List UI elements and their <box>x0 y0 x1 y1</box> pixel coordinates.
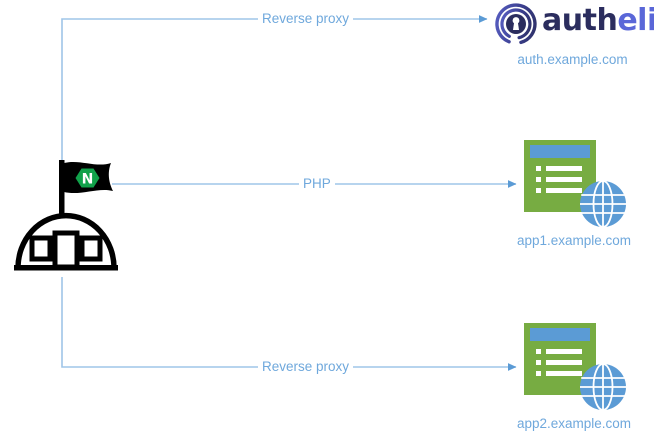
node-label-auth-domain: auth.example.com <box>517 52 628 67</box>
node-app1[interactable] <box>522 138 626 230</box>
edge-label-reverse-proxy-authelia: Reverse proxy <box>258 11 354 27</box>
node-label-app2-domain: app2.example.com <box>516 416 632 431</box>
node-label-app1-domain: app1.example.com <box>516 233 632 248</box>
edge-label-reverse-proxy-app2: Reverse proxy <box>258 359 354 375</box>
authelia-lock-icon <box>495 3 537 45</box>
authelia-wordmark-auth: auth <box>542 3 618 38</box>
node-app2[interactable] <box>522 321 626 413</box>
node-nginx[interactable]: N <box>10 155 130 280</box>
nginx-dome-flag-icon: N <box>14 160 118 271</box>
svg-text:N: N <box>82 172 94 188</box>
edge-label-php: PHP <box>299 176 335 192</box>
edge-line-app2 <box>61 277 517 371</box>
web-app-globe-icon <box>524 140 626 228</box>
web-app-globe-icon <box>524 323 626 411</box>
